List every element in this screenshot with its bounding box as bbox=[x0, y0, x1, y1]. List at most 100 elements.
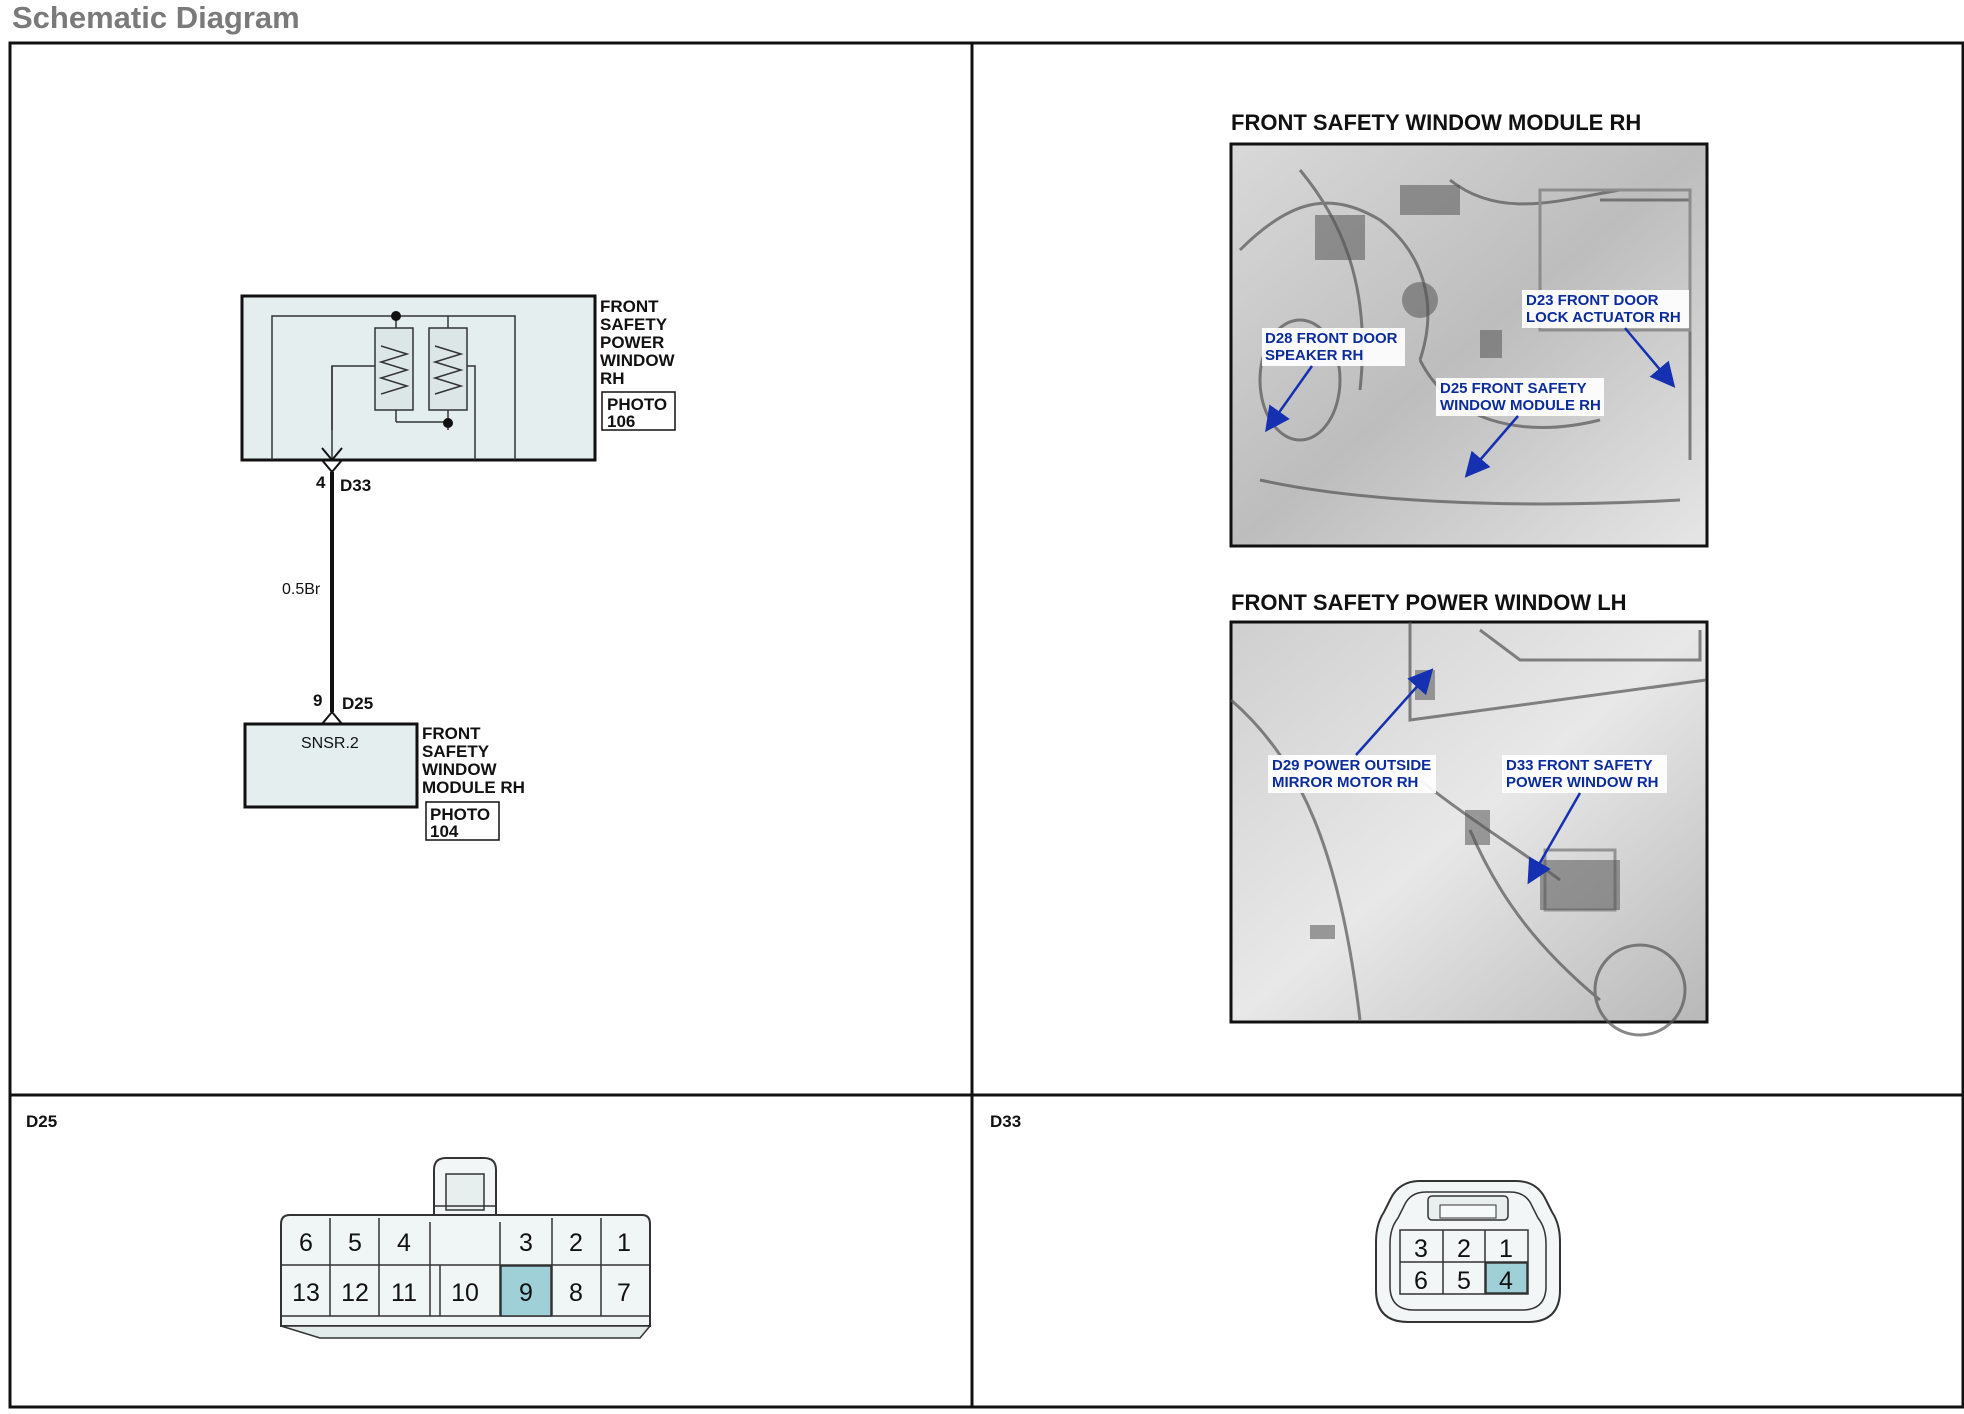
component-label-bottom: FRONT SAFETY WINDOW MODULE RH bbox=[422, 724, 525, 797]
junction-dot bbox=[443, 418, 453, 428]
component-label-line: SAFETY bbox=[422, 742, 490, 761]
module-pin-label: SNSR.2 bbox=[301, 735, 359, 752]
pin-label: 6 bbox=[1414, 1267, 1428, 1295]
photo-ref-box-top bbox=[601, 391, 676, 431]
photo-ref-line: PHOTO bbox=[430, 805, 490, 824]
wire-spec: 0.5Br bbox=[282, 581, 321, 598]
connector-d25: D25 6 5 4 3 2 1 13 12 11 bbox=[26, 1112, 652, 1339]
door-photo-detail bbox=[1230, 622, 1707, 1037]
connector-body-inner bbox=[1389, 1191, 1547, 1311]
power-window-internal-circuit bbox=[271, 315, 516, 460]
pin-label: 4 bbox=[1499, 1267, 1513, 1295]
callout-box bbox=[1436, 378, 1604, 416]
connector-header: D33 bbox=[990, 1112, 1021, 1131]
page-title: Schematic Diagram bbox=[12, 0, 300, 35]
component-label-line: FRONT bbox=[422, 724, 481, 743]
pin-label: 1 bbox=[617, 1229, 631, 1257]
callout-label: D29 POWER OUTSIDE MIRROR MOTOR RH bbox=[1272, 757, 1435, 791]
callout-arrow-icon bbox=[1265, 365, 1314, 433]
connector-id-top: D33 bbox=[340, 476, 371, 495]
callout-box bbox=[1262, 328, 1405, 366]
callout-line: WINDOW MODULE RH bbox=[1440, 397, 1601, 414]
door-photo-blobs bbox=[1315, 185, 1502, 358]
connector-notch-bottom bbox=[321, 710, 343, 725]
photo-panel-2: FRONT SAFETY POWER WINDOW LH D29 POWER O… bbox=[1229, 590, 1709, 1037]
connector-latch-inner bbox=[1439, 1204, 1497, 1219]
callout-box bbox=[1522, 290, 1689, 328]
pin-label: 13 bbox=[292, 1279, 320, 1307]
callout-line: D25 FRONT SAFETY bbox=[1440, 380, 1587, 397]
callout-line: POWER WINDOW RH bbox=[1506, 774, 1658, 791]
callout-arrow-icon bbox=[1527, 792, 1582, 885]
photo-ref-line: 104 bbox=[430, 822, 459, 841]
connector-id-bottom: D25 bbox=[342, 694, 373, 713]
pin-label: 6 bbox=[299, 1229, 313, 1257]
connector-header: D25 bbox=[26, 1112, 57, 1131]
photo-title: FRONT SAFETY WINDOW MODULE RH bbox=[1231, 110, 1641, 135]
d25-grid bbox=[281, 1218, 650, 1317]
pin-highlight bbox=[500, 1265, 552, 1317]
callout-line: D33 FRONT SAFETY bbox=[1506, 757, 1653, 774]
component-label-line: WINDOW bbox=[600, 351, 676, 370]
page-frame bbox=[8, 41, 1964, 1409]
component-label-line: WINDOW bbox=[422, 760, 498, 779]
component-label-line: FRONT bbox=[600, 297, 659, 316]
component-label-line: POWER bbox=[600, 333, 664, 352]
door-photo-blobs bbox=[1310, 670, 1620, 939]
internal-arrow-icon bbox=[321, 447, 343, 462]
callout-line: D28 FRONT DOOR bbox=[1265, 330, 1398, 347]
pin-label: 10 bbox=[451, 1279, 479, 1307]
photo-ref-line: PHOTO bbox=[607, 395, 667, 414]
component-label-line: MODULE RH bbox=[422, 778, 525, 797]
photo-ref-bottom: PHOTO 104 bbox=[430, 805, 495, 841]
photo-ref-top: PHOTO 106 bbox=[607, 395, 672, 431]
callout-box bbox=[1502, 755, 1667, 793]
pin-number-top: 4 bbox=[316, 473, 326, 492]
callout-arrow-icon bbox=[1624, 327, 1676, 388]
callout-arrow-icon bbox=[1464, 415, 1519, 478]
component-label-line: RH bbox=[600, 369, 625, 388]
connector-body-bottom bbox=[280, 1325, 652, 1339]
pin-label: 3 bbox=[1414, 1235, 1428, 1263]
pin-label: 8 bbox=[569, 1279, 583, 1307]
connector-body bbox=[280, 1214, 651, 1327]
connector-d33: D33 3 2 1 6 5 4 bbox=[990, 1112, 1561, 1323]
schematic-diagram: FRONT SAFETY POWER WINDOW RH PHOTO 106 4… bbox=[240, 294, 679, 841]
pin-label: 5 bbox=[348, 1229, 362, 1257]
pin-label: 1 bbox=[1499, 1235, 1513, 1263]
callout-line: LOCK ACTUATOR RH bbox=[1526, 309, 1681, 326]
pin-label: 2 bbox=[569, 1229, 583, 1257]
callout-box bbox=[1268, 755, 1436, 793]
connector-latch-inner bbox=[445, 1173, 485, 1211]
pin-label: 7 bbox=[617, 1279, 631, 1307]
photo-panel-1: FRONT SAFETY WINDOW MODULE RH D23 FRONT … bbox=[1229, 110, 1709, 548]
callout-label: D28 FRONT DOOR SPEAKER RH bbox=[1265, 330, 1402, 364]
connector-notch-top bbox=[321, 459, 343, 474]
pin-label: 12 bbox=[341, 1279, 369, 1307]
callout-label: D33 FRONT SAFETY POWER WINDOW RH bbox=[1506, 757, 1658, 791]
component-label-top: FRONT SAFETY POWER WINDOW RH bbox=[600, 297, 679, 388]
callout-line: MIRROR MOTOR RH bbox=[1272, 774, 1418, 791]
callout-line: D29 POWER OUTSIDE bbox=[1272, 757, 1431, 774]
pin-number-bottom: 9 bbox=[313, 691, 322, 710]
pin-label: 5 bbox=[1457, 1267, 1471, 1295]
d33-grid bbox=[1399, 1229, 1529, 1295]
photo-ref-line: 106 bbox=[607, 412, 635, 431]
callout-label: D23 FRONT DOOR LOCK ACTUATOR RH bbox=[1526, 292, 1681, 326]
callout-label: D25 FRONT SAFETY WINDOW MODULE RH bbox=[1440, 380, 1601, 414]
photo-ref-box-bottom bbox=[425, 801, 500, 841]
pin-label: 4 bbox=[397, 1229, 411, 1257]
pin-label: 2 bbox=[1457, 1235, 1471, 1263]
callout-line: SPEAKER RH bbox=[1265, 347, 1363, 364]
junction-dot bbox=[391, 311, 401, 321]
pin-highlight bbox=[1485, 1262, 1528, 1294]
pin-label: 9 bbox=[519, 1279, 533, 1307]
callout-line: D23 FRONT DOOR bbox=[1526, 292, 1659, 309]
photo-title: FRONT SAFETY POWER WINDOW LH bbox=[1231, 590, 1627, 615]
window-module-box bbox=[243, 722, 419, 809]
callout-arrow-icon bbox=[1355, 668, 1434, 756]
component-label-line: SAFETY bbox=[600, 315, 668, 334]
pin-label: 11 bbox=[391, 1279, 417, 1307]
power-window-component-box bbox=[240, 294, 597, 462]
